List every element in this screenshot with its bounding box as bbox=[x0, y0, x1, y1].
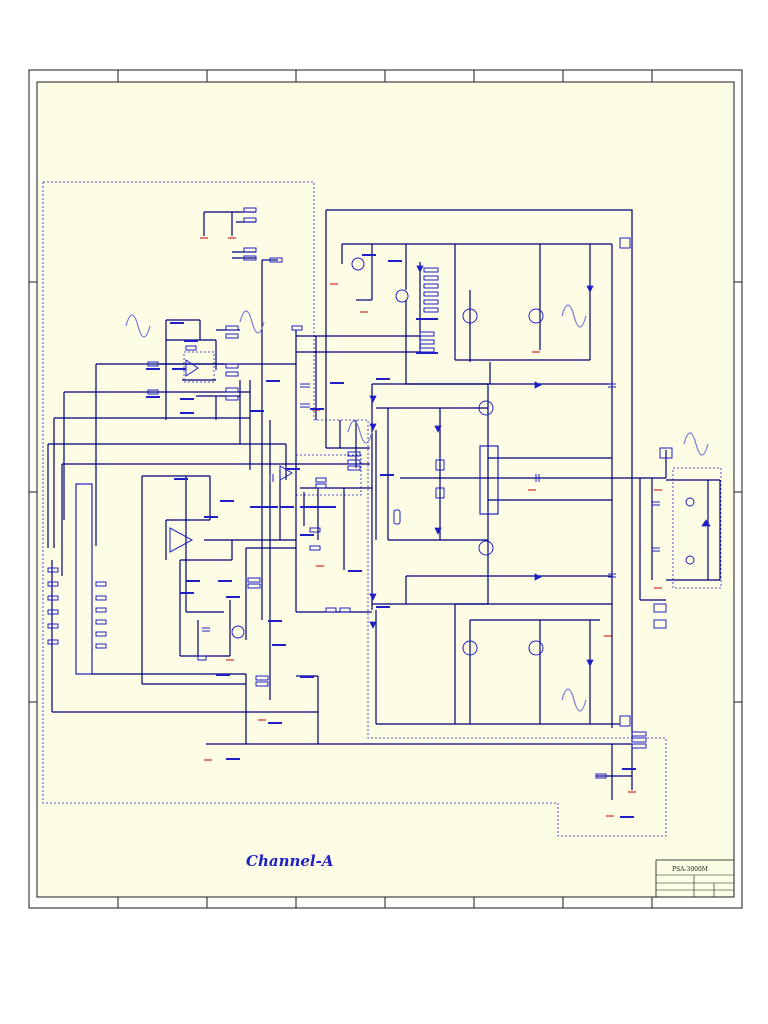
wiring bbox=[47, 209, 721, 800]
zone-ticks bbox=[29, 70, 742, 908]
capacitors bbox=[202, 383, 660, 632]
title-block: PSA-3000M bbox=[655, 859, 735, 898]
sheet-title: Channel-A bbox=[246, 852, 333, 870]
diodes bbox=[369, 265, 711, 667]
reference-marks bbox=[146, 254, 636, 818]
transistors bbox=[231, 257, 695, 656]
sine-waves bbox=[125, 304, 709, 712]
title-block-model: PSA-3000M bbox=[672, 866, 708, 873]
components bbox=[47, 207, 673, 779]
